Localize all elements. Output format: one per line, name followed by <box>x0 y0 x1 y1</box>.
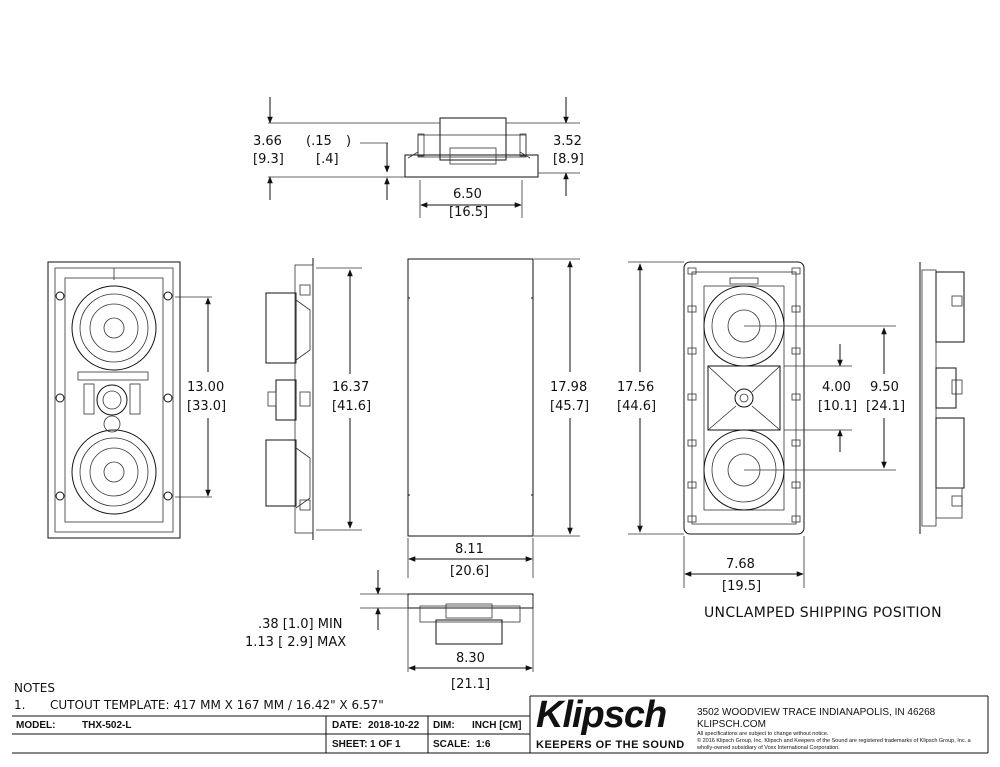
grille-height: 17.98 <box>550 380 587 395</box>
note-number: 1. <box>14 698 26 712</box>
frame-dim-mask <box>612 372 664 418</box>
top-height-total-cm: [9.3] <box>253 152 284 167</box>
side-height-cm: [41.6] <box>332 399 371 414</box>
bottom-view <box>360 570 534 672</box>
bottom-depth-min: .38 [1.0] MIN <box>258 617 343 632</box>
top-width: 6.50 <box>453 187 482 202</box>
top-width-cm: [16.5] <box>449 205 488 220</box>
grille-height-cm: [45.7] <box>550 399 589 414</box>
dim-value: INCH [CM] <box>472 720 522 731</box>
top-height-right-cm: [8.9] <box>553 152 584 167</box>
brand-disclaimer-2: © 2016 Klipsch Group, Inc. Klipsch and K… <box>697 738 971 744</box>
scale-label: SCALE: <box>433 739 471 750</box>
notes-heading: NOTES <box>14 681 55 695</box>
sheet-value: 1 OF 1 <box>370 739 401 750</box>
bottom-depth-max: 1.13 [ 2.9] MAX <box>245 635 346 650</box>
frame-height-cm: [44.6] <box>617 399 656 414</box>
date-label: DATE: <box>332 720 362 731</box>
frame-width: 7.68 <box>726 557 755 572</box>
top-flange: (.15 <box>306 134 332 149</box>
top-flange-cm: [.4] <box>316 152 339 167</box>
front-dim-mask <box>183 372 233 418</box>
frame-height: 17.56 <box>617 380 654 395</box>
front-height-cm: [33.0] <box>187 399 226 414</box>
top-view <box>267 97 580 218</box>
front-view <box>47 261 212 539</box>
brand-tagline: KEEPERS OF THE SOUND <box>536 739 685 751</box>
sheet-label: SHEET: <box>332 739 368 750</box>
top-flange-close: ) <box>346 134 351 149</box>
side-dim-mask <box>328 374 380 418</box>
frame-dim-mask-2 <box>818 374 916 418</box>
frame-width-cm: [19.5] <box>722 579 761 594</box>
date-value: 2018-10-22 <box>368 720 420 731</box>
bottom-width-cm: [21.1] <box>451 677 490 692</box>
front-height: 13.00 <box>187 380 224 395</box>
scale-value: 1:6 <box>476 739 491 750</box>
bottom-width: 8.30 <box>456 651 485 666</box>
title-block-frame <box>12 695 989 754</box>
woofer-spacing-cm: [24.1] <box>866 399 905 414</box>
grille-dim-mask <box>545 372 597 418</box>
klipsch-logo: Klipsch <box>536 694 667 736</box>
grille-width: 8.11 <box>455 542 484 557</box>
model-label: MODEL: <box>16 720 56 731</box>
model-value: THX-502-L <box>82 720 132 731</box>
grille-width-cm: [20.6] <box>450 564 489 579</box>
brand-address: 3502 WOODVIEW TRACE INDIANAPOLIS, IN 462… <box>697 707 936 718</box>
right-side-view <box>919 262 965 534</box>
frame-view <box>628 261 896 588</box>
brand-disclaimer-1: All specifications are subject to change… <box>697 731 829 737</box>
tweeter-spacing: 4.00 <box>822 380 851 395</box>
brand-website: KLIPSCH.COM <box>697 719 766 730</box>
frame-caption: UNCLAMPED SHIPPING POSITION <box>704 605 942 621</box>
top-height-total: 3.66 <box>253 134 282 149</box>
note-text: CUTOUT TEMPLATE: 417 MM X 167 MM / 16.42… <box>50 698 384 712</box>
brand-disclaimer-3: wholly-owned subsidiary of Voxx Internat… <box>697 745 840 751</box>
tweeter-spacing-cm: [10.1] <box>818 399 857 414</box>
woofer-spacing: 9.50 <box>870 380 899 395</box>
grille-view <box>407 258 580 578</box>
dim-label: DIM: <box>433 720 455 731</box>
top-height-right: 3.52 <box>553 134 582 149</box>
side-height: 16.37 <box>332 380 369 395</box>
